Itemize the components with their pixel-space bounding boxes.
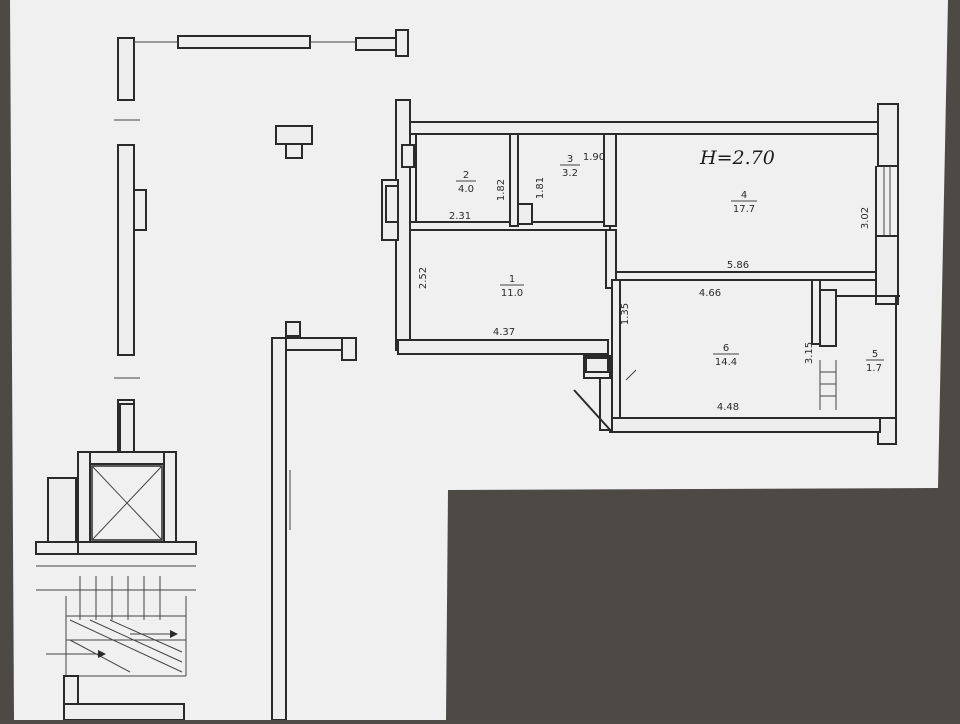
- room-area: 3.2: [562, 168, 578, 179]
- room-1-label: 1 11.0: [500, 274, 524, 299]
- room-number: 2: [463, 170, 469, 181]
- staircase: [36, 565, 196, 721]
- lobby-fixture: [275, 125, 313, 159]
- room-number: 6: [723, 343, 729, 354]
- dimension-label: 3.15: [804, 342, 815, 364]
- room-area: 4.0: [458, 184, 474, 195]
- dimension-label: 4.66: [699, 288, 721, 299]
- room-2-label: 2 4.0: [456, 170, 476, 195]
- elevator-shaft: [35, 403, 197, 555]
- dimension-label: 4.48: [717, 402, 739, 413]
- dimension-label: 1.90: [583, 152, 605, 163]
- dimension-label: 2.31: [449, 211, 471, 222]
- room-area: 11.0: [501, 288, 523, 299]
- dimension-label: 3.02: [860, 207, 871, 229]
- room-5-label: 5 1.7: [866, 349, 884, 374]
- room-number: 3: [567, 154, 573, 165]
- interior-walls: [385, 133, 877, 419]
- room-area: 14.4: [715, 357, 737, 368]
- room-number: 5: [872, 349, 878, 360]
- room-4-label: 4 17.7: [731, 190, 757, 215]
- dimension-label: 5.86: [727, 260, 749, 271]
- ceiling-height-note: H=2.70: [699, 147, 775, 169]
- dimension-label: 1.82: [496, 179, 507, 201]
- top-outer-wall: [134, 29, 409, 57]
- corridor-niche: [585, 357, 609, 373]
- room-3-label: 3 3.2: [560, 154, 580, 179]
- room-area: 1.7: [866, 363, 882, 374]
- dimension-label: 1.81: [535, 177, 546, 199]
- dimension-label: 2.52: [418, 267, 429, 289]
- dimension-label: 1.35: [620, 303, 631, 325]
- stairwell-corridor: [271, 321, 357, 721]
- room-6-label: 6 14.4: [713, 343, 739, 368]
- paper-sheet: [10, 0, 948, 720]
- room-number: 1: [509, 274, 515, 285]
- room-area: 17.7: [733, 204, 755, 215]
- dimension-label: 4.37: [493, 327, 515, 338]
- entrance-arrow-icon: [625, 369, 637, 381]
- room-number: 4: [741, 190, 747, 201]
